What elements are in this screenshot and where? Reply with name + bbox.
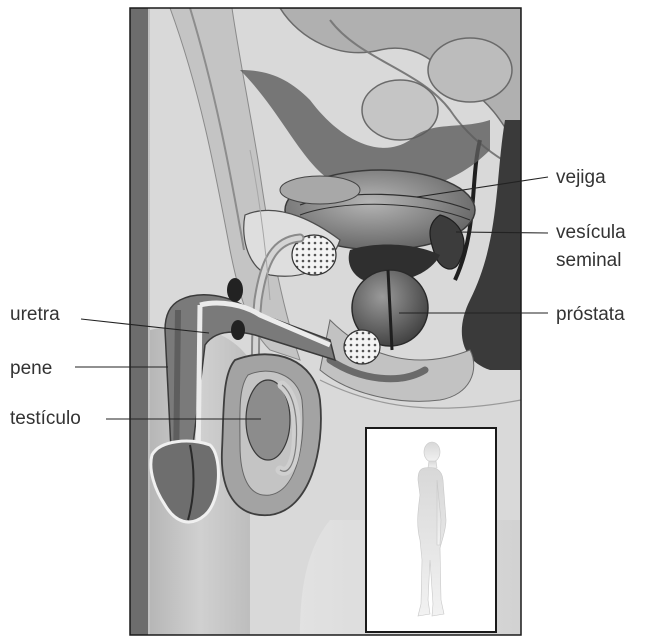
label-testiculo: testículo bbox=[10, 408, 81, 429]
label-vejiga: vejiga bbox=[556, 167, 606, 188]
inset-silhouette-box bbox=[366, 428, 496, 632]
label-vesicula-line2: seminal bbox=[556, 250, 621, 271]
label-vesicula-line1: vesícula bbox=[556, 222, 626, 243]
label-uretra: uretra bbox=[10, 304, 60, 325]
label-pene: pene bbox=[10, 358, 52, 379]
label-prostata: próstata bbox=[556, 304, 625, 325]
